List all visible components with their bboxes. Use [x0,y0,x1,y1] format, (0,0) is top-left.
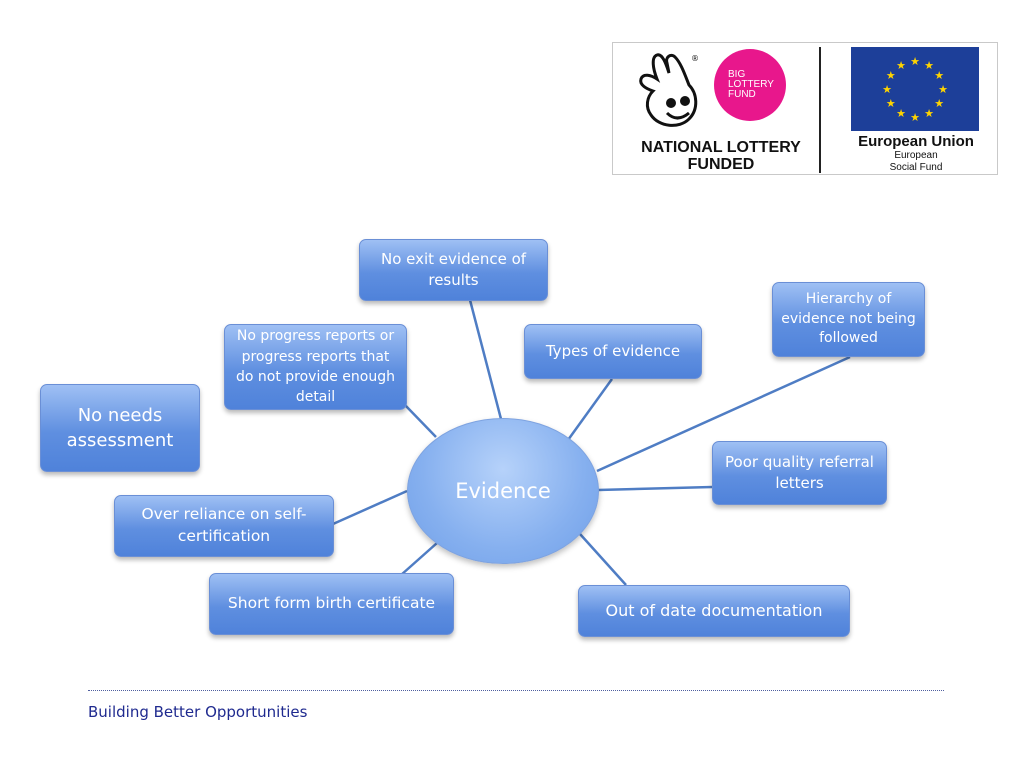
node-no-needs-assessment: No needs assessment [40,384,200,472]
connector-birth-cert [400,542,438,576]
national-lottery-funded-text: NATIONAL LOTTERY FUNDED [641,139,801,173]
node-no-exit-evidence: No exit evidence of results [359,239,548,301]
connector-types [566,378,614,441]
footer-divider [88,690,944,691]
funding-logos: ® BIG LOTTERY FUND NATIONAL LOTTERY FUND… [612,42,998,175]
eu-star-icon: ★ [934,69,944,82]
node-poor-quality-referral: Poor quality referral letters [712,441,887,505]
node-out-of-date-docs: Out of date documentation [578,585,850,637]
eu-star-icon: ★ [896,107,906,120]
connector-poor-quality [597,485,713,492]
center-node-evidence: Evidence [407,418,599,564]
connector-hierarchy [596,355,851,473]
eu-star-icon: ★ [910,111,920,124]
svg-text:®: ® [691,54,699,63]
eu-star-icon: ★ [886,97,896,110]
connector-out-of-date [579,533,627,586]
eu-star-icon: ★ [924,107,934,120]
eu-star-icon: ★ [886,69,896,82]
eu-star-icon: ★ [896,59,906,72]
connector-self-cert [332,489,408,526]
node-types-of-evidence: Types of evidence [524,324,702,379]
eu-star-icon: ★ [910,55,920,68]
national-lottery-crossed-fingers-icon: ® [639,53,699,127]
eu-flag-icon: ★★★★★★★★★★★★ [851,47,979,131]
connector-progress [404,404,437,438]
connector-no-exit [468,299,503,420]
eu-title: European Union [858,133,974,150]
node-short-form-birth-cert: Short form birth certificate [209,573,454,635]
footer-text: Building Better Opportunities [88,703,308,721]
eu-star-icon: ★ [938,83,948,96]
node-hierarchy-not-followed: Hierarchy of evidence not being followed [772,282,925,357]
eu-star-icon: ★ [924,59,934,72]
node-over-reliance-self-cert: Over reliance on self-certification [114,495,334,557]
logo-divider [819,47,821,173]
eu-star-icon: ★ [882,83,892,96]
node-no-progress-reports: No progress reports or progress reports … [224,324,407,410]
eu-star-icon: ★ [934,97,944,110]
big-lottery-fund-logo: BIG LOTTERY FUND [714,49,786,121]
eu-subtitle: European Social Fund [889,150,943,173]
